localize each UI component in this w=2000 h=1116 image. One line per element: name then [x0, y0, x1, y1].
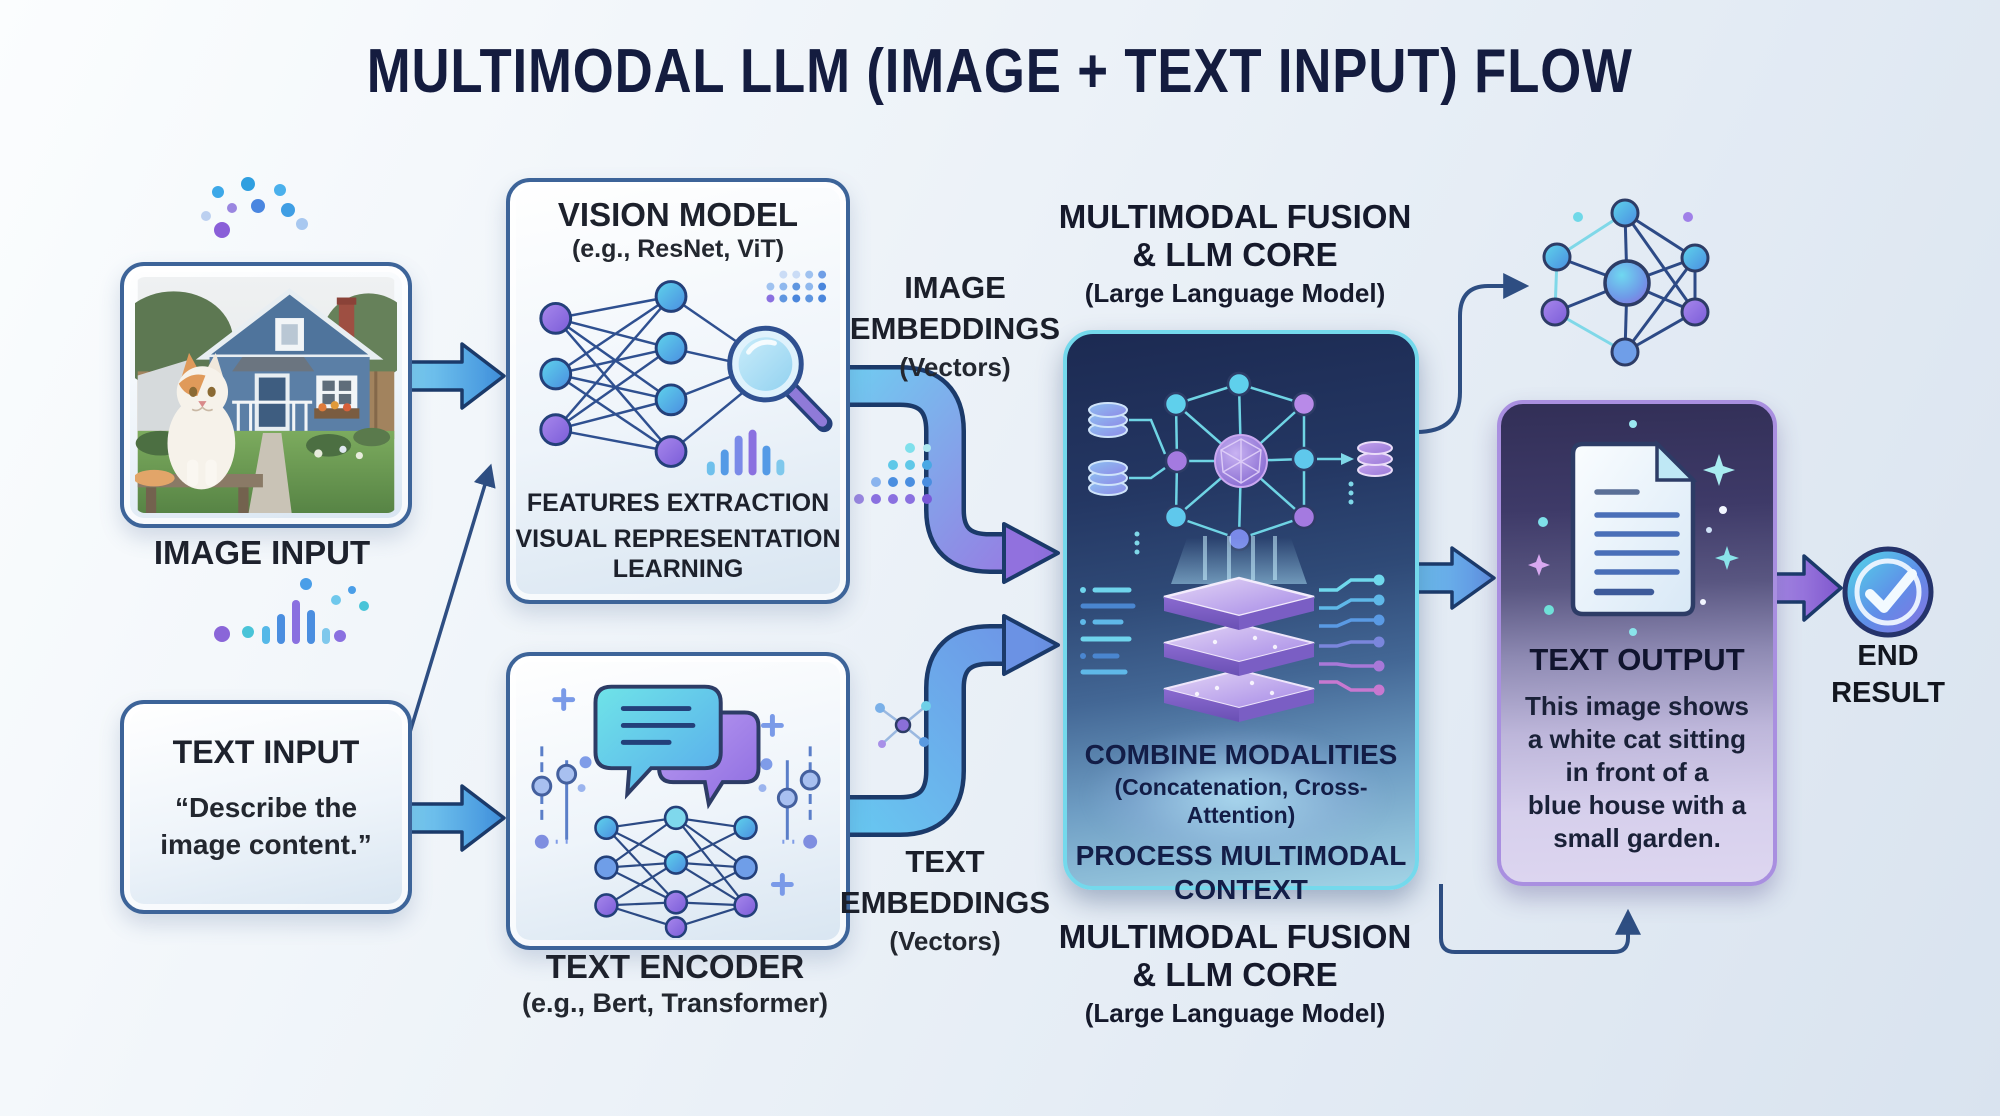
- text-output-body: This image shows a white cat sitting in …: [1525, 691, 1749, 854]
- vision-model-subtitle: (e.g., ResNet, ViT): [571, 235, 785, 263]
- arrow-vision-to-fusion: [843, 365, 1060, 584]
- scatter-dots-top-left: [201, 177, 308, 238]
- dotted-columns: [1134, 481, 1354, 555]
- dot-matrix-embeddings: [854, 443, 932, 504]
- arrow-image-to-vision: [402, 342, 506, 410]
- arrow-fusion-to-output: [1411, 546, 1496, 610]
- vision-model-title: VISION MODEL: [557, 196, 799, 233]
- text-output-box: TEXT OUTPUT This image shows a white cat…: [1497, 400, 1777, 886]
- graph-network-icon: [1540, 198, 1710, 367]
- text-encoder-subtitle: (e.g., Bert, Transformer): [521, 988, 829, 1018]
- document-icon: [1528, 420, 1739, 636]
- text-embeddings-label: TEXT EMBEDDINGS (Vectors): [839, 844, 1051, 956]
- dot-grid-icon: [766, 270, 827, 303]
- text-input-quote: “Describe the image content.”: [160, 792, 372, 860]
- page-title: MULTIMODAL LLM (IMAGE + TEXT INPUT) FLOW: [367, 37, 1633, 106]
- arrow-text-to-encoder: [402, 784, 506, 852]
- text-encoder-title: TEXT ENCODER: [545, 948, 805, 985]
- magnifier-icon: [727, 325, 833, 433]
- connector-fusion-to-output-bottom: [1439, 884, 1641, 954]
- vision-model-box: VISION MODEL (e.g., ResNet, ViT): [506, 178, 850, 604]
- image-input-label: IMAGE INPUT: [153, 534, 371, 571]
- fusion-heading-bottom: MULTIMODAL FUSION & LLM CORE (Large Lang…: [1058, 918, 1412, 1028]
- fusion-heading-top: MULTIMODAL FUSION & LLM CORE (Large Lang…: [1058, 198, 1412, 308]
- connector-text-to-vision: [402, 463, 496, 753]
- arrow-encoder-to-fusion: [843, 614, 1060, 837]
- fusion-core-illustration: [1080, 371, 1393, 722]
- image-embeddings-label: IMAGE EMBEDDINGS (Vectors): [849, 270, 1061, 382]
- core-mesh: [1220, 438, 1262, 484]
- arrow-output-to-end: [1769, 554, 1843, 622]
- vision-model-captions: FEATURES EXTRACTION VISUAL REPRESENTATIO…: [515, 489, 841, 583]
- fusion-body-text: COMBINE MODALITIES (Concatenation, Cross…: [1075, 739, 1407, 906]
- text-output-title: TEXT OUTPUT: [1529, 642, 1745, 677]
- molecule-icon: [875, 701, 931, 748]
- text-encoder-box: [506, 652, 850, 950]
- bar-chart-icon: [706, 429, 785, 476]
- text-encoder-icon: [531, 684, 821, 938]
- database-icons-left: [1088, 402, 1167, 496]
- circuit-traces-decor: [1319, 574, 1385, 696]
- encoder-mesh-nodes: [594, 805, 758, 938]
- fusion-glow: [1085, 726, 1389, 866]
- text-input-box: TEXT INPUT “Describe the image content.”: [120, 700, 412, 914]
- vision-network-icon: [539, 270, 833, 476]
- cat-house-photo: [135, 277, 397, 513]
- text-encoder-labels: TEXT ENCODER (e.g., Bert, Transformer): [430, 948, 920, 1019]
- plus-decor: [552, 688, 794, 896]
- slider-decor-left: [531, 746, 592, 849]
- sparkles-decor: [1528, 420, 1739, 636]
- fusion-llm-core-box: COMBINE MODALITIES (Concatenation, Cross…: [1063, 330, 1419, 905]
- equalizer-icon: [214, 578, 369, 644]
- text-input-title: TEXT INPUT: [172, 734, 360, 770]
- code-lines-decor: [1080, 587, 1136, 675]
- database-icon-right: [1317, 441, 1393, 477]
- slider-decor-right: [758, 746, 821, 849]
- image-input-box: [120, 262, 412, 528]
- end-result-label: END RESULT: [1831, 640, 1945, 710]
- stacked-layers-icon: [1163, 576, 1315, 722]
- chat-bubbles-icon: [593, 684, 761, 810]
- checkmark-circle-icon: [1842, 546, 1934, 638]
